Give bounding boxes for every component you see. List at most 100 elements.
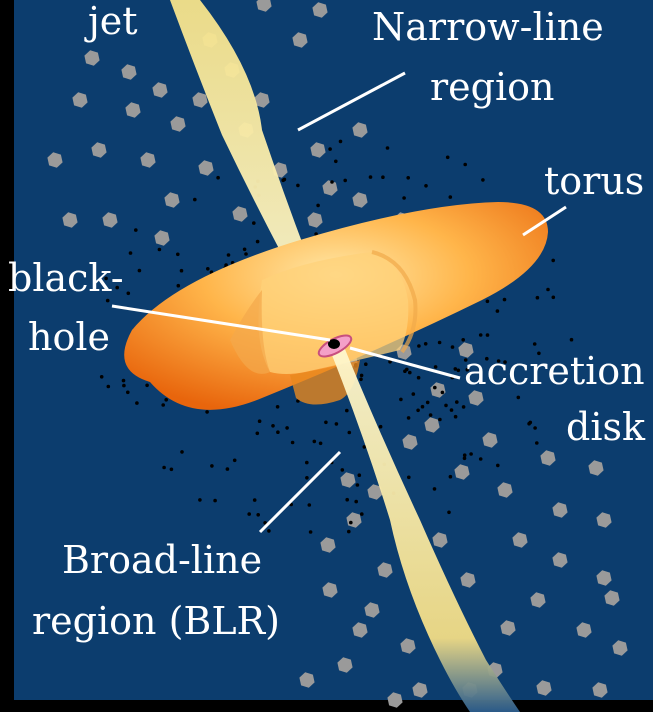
blr-dot	[486, 333, 490, 337]
blr-dot	[305, 461, 309, 465]
blr-dot	[426, 401, 430, 405]
blr-dot	[127, 292, 131, 296]
label-jet: jet	[84, 0, 138, 43]
blr-dot	[309, 530, 313, 534]
blr-dot	[158, 248, 162, 252]
blr-dot	[433, 487, 437, 491]
blr-dot	[138, 269, 142, 273]
blr-dot	[145, 384, 149, 388]
blr-dot	[360, 374, 364, 378]
blr-dot	[360, 512, 364, 516]
blr-dot	[358, 473, 362, 477]
blr-dot	[271, 424, 275, 428]
blr-dot	[454, 367, 458, 371]
blr-dot	[316, 204, 320, 208]
blr-dot	[412, 392, 416, 396]
blr-dot	[463, 163, 467, 167]
blr-dot	[170, 468, 174, 472]
label-torus: torus	[544, 159, 644, 203]
blr-dot	[536, 296, 540, 300]
blr-dot	[517, 396, 521, 400]
blr-dot	[129, 251, 133, 255]
blr-dot	[444, 404, 448, 408]
blr-dot	[276, 430, 280, 434]
blr-dot	[461, 338, 465, 342]
label-accretion-2: disk	[566, 405, 646, 449]
label-black-1: black-	[8, 256, 124, 300]
blr-dot	[354, 500, 358, 504]
blr-dot	[408, 371, 412, 375]
blr-dot	[213, 499, 217, 503]
blr-dot	[433, 386, 437, 390]
blr-dot	[134, 228, 138, 232]
blr-dot	[347, 530, 351, 534]
blr-dot	[252, 221, 256, 225]
blr-dot	[256, 240, 260, 244]
blr-dot	[529, 421, 533, 425]
label-black-2: hole	[28, 315, 110, 359]
blr-dot	[335, 422, 339, 426]
blr-dot	[481, 178, 485, 182]
blr-dot	[552, 296, 556, 300]
blr-dot	[244, 252, 248, 256]
blr-dot	[407, 476, 411, 480]
blr-dot	[402, 196, 406, 200]
blr-dot	[313, 440, 317, 444]
blr-dot	[447, 511, 451, 515]
blr-dot	[479, 333, 483, 337]
blr-dot	[308, 503, 312, 507]
blr-dot	[100, 375, 104, 379]
blr-dot	[330, 180, 334, 184]
blr-dot	[416, 409, 420, 413]
blr-dot	[486, 300, 490, 304]
blr-dot	[349, 521, 353, 525]
blr-dot	[546, 288, 550, 292]
blr-dot	[450, 408, 454, 412]
blr-dot	[551, 259, 555, 263]
blr-dot	[176, 253, 180, 257]
blr-dot	[462, 405, 466, 409]
label-narrow-line-2: region	[430, 65, 554, 109]
blr-dot	[162, 466, 166, 470]
blr-dot	[496, 309, 500, 313]
blr-dot	[319, 442, 323, 446]
blr-dot	[256, 513, 260, 517]
blr-dot	[570, 338, 574, 342]
label-broad-1: Broad-line	[62, 538, 262, 582]
blr-dot	[496, 464, 500, 468]
label-narrow-line-1: Narrow-line	[372, 5, 604, 49]
blr-dot	[267, 529, 271, 533]
blr-dot	[421, 405, 425, 409]
blr-dot	[463, 457, 467, 461]
blr-dot	[216, 176, 220, 180]
blr-dot	[345, 409, 349, 413]
blr-dot	[206, 267, 210, 271]
blr-dot	[210, 464, 214, 468]
blr-dot	[434, 365, 438, 369]
blr-dot	[180, 269, 184, 273]
blr-dot	[161, 403, 165, 407]
blr-dot	[122, 379, 126, 383]
blr-dot	[438, 418, 442, 422]
blr-dot	[324, 421, 328, 425]
blr-dot	[343, 179, 347, 183]
blr-dot	[449, 195, 453, 199]
blr-dot	[226, 467, 230, 471]
blr-dot	[454, 415, 458, 419]
blr-dot	[417, 344, 421, 348]
blr-dot	[417, 376, 421, 380]
blr-dot	[255, 432, 259, 436]
blr-dot	[533, 342, 537, 346]
blr-dot	[407, 416, 411, 420]
blr-dot	[107, 385, 111, 389]
blr-dot	[406, 176, 410, 180]
blr-dot	[198, 498, 202, 502]
blr-dot	[180, 450, 184, 454]
blr-dot	[122, 384, 126, 388]
blr-dot	[405, 368, 409, 372]
blr-dot	[341, 468, 345, 472]
blr-dot	[364, 362, 368, 366]
blr-dot	[276, 405, 280, 409]
blr-dot	[449, 475, 453, 479]
